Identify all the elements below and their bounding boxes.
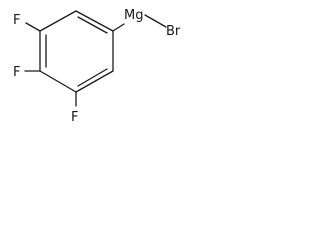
double-bond-inner-c3-c4 bbox=[77, 68, 108, 87]
atom-label-mg: Mg bbox=[124, 8, 143, 23]
atom-label-br: Br bbox=[166, 24, 181, 39]
atom-label-f-middle: F bbox=[13, 65, 20, 80]
ring-bond-c6-c1 bbox=[39, 10, 77, 32]
ring-bond-c3-c4 bbox=[75, 70, 114, 93]
atom-label-f-top: F bbox=[13, 13, 20, 28]
atom-label-f-bottom: F bbox=[71, 110, 78, 125]
bond-mg-br bbox=[144, 14, 167, 28]
bond-c6-f bbox=[25, 22, 41, 32]
bond-c2-mg bbox=[112, 23, 125, 32]
chemical-structure: Mg Br F F F bbox=[13, 8, 181, 125]
ring-bond-c4-c5 bbox=[39, 70, 77, 93]
benzene-ring bbox=[39, 10, 114, 93]
double-bond-inner-c1-c2 bbox=[77, 16, 108, 34]
ring-bond-c1-c2 bbox=[75, 10, 114, 32]
